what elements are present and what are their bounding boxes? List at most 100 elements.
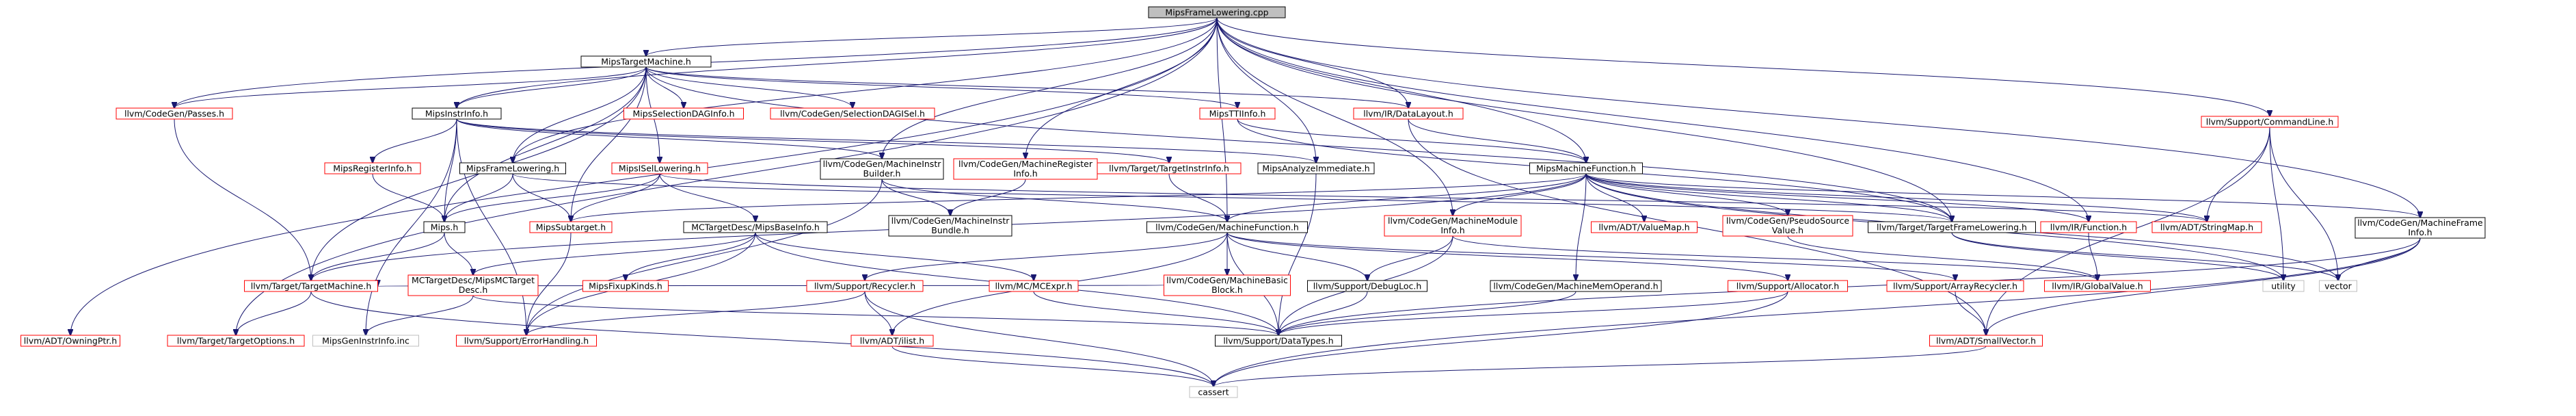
node-mipsmf-box[interactable]: [1529, 162, 1643, 174]
node-mipstm[interactable]: MipsTargetMachine.h: [580, 55, 712, 68]
node-smallvector-box[interactable]: [1929, 335, 2043, 347]
node-targetoptions-box[interactable]: [167, 335, 305, 347]
node-mipsframelowering[interactable]: MipsFrameLowering.h: [459, 162, 566, 174]
node-datalayout-box[interactable]: [1353, 107, 1464, 120]
node-targetmachine[interactable]: llvm/Target/TargetMachine.h: [244, 280, 378, 292]
node-pseudosource-box[interactable]: [1722, 215, 1853, 237]
node-datatypes-box[interactable]: [1215, 335, 1342, 347]
node-allocator-box[interactable]: [1728, 280, 1848, 292]
node-mipsmf[interactable]: MipsMachineFunction.h: [1529, 162, 1643, 174]
node-mframeinfo-box[interactable]: [2354, 217, 2486, 239]
node-errorhandling-box[interactable]: [456, 335, 597, 347]
node-owningptr[interactable]: llvm/ADT/OwningPtr.h: [21, 335, 120, 347]
node-mipstti[interactable]: MipsTTIInfo.h: [1199, 107, 1276, 120]
node-mipsgeninstrinfo-box[interactable]: [312, 335, 419, 347]
node-mipsgeninstrinfo[interactable]: MipsGenInstrInfo.inc: [312, 335, 419, 347]
node-irfunction[interactable]: llvm/IR/Function.h: [2040, 221, 2137, 233]
node-mmoduleinfo-box[interactable]: [1384, 215, 1522, 237]
node-owningptr-box[interactable]: [21, 335, 120, 347]
node-mreginfo-box[interactable]: [953, 158, 1098, 180]
node-mipstm-box[interactable]: [580, 55, 712, 68]
node-mipsh-box[interactable]: [423, 221, 466, 233]
node-mipsinstrinfo-box[interactable]: [412, 107, 502, 120]
node-vector-box[interactable]: [2319, 280, 2357, 292]
node-ilist[interactable]: llvm/ADT/ilist.h: [850, 335, 934, 347]
node-mipsfixupkinds-box[interactable]: [582, 280, 669, 292]
node-mipsanalyze-box[interactable]: [1257, 162, 1375, 174]
node-commandline-box[interactable]: [2201, 116, 2339, 128]
node-valuemap-box[interactable]: [1591, 221, 1698, 233]
node-mipsisellowering[interactable]: MipsISelLowering.h: [611, 162, 708, 174]
node-mipsreginfo-box[interactable]: [324, 162, 421, 174]
node-vector[interactable]: vector: [2319, 280, 2357, 292]
node-mcmipstargetdesc-box[interactable]: [407, 274, 539, 296]
node-irfunction-box[interactable]: [2040, 221, 2137, 233]
node-mipsinstrinfo[interactable]: MipsInstrInfo.h: [412, 107, 502, 120]
node-mipsreginfo[interactable]: MipsRegisterInfo.h: [324, 162, 421, 174]
node-root-box[interactable]: [1148, 6, 1286, 18]
node-mipsanalyze[interactable]: MipsAnalyzeImmediate.h: [1257, 162, 1375, 174]
node-root[interactable]: MipsFrameLowering.cpp: [1148, 6, 1286, 18]
node-mibundle-box[interactable]: [888, 215, 1012, 237]
node-mfunction[interactable]: llvm/CodeGen/MachineFunction.h: [1146, 221, 1308, 233]
node-utility[interactable]: utility: [2262, 280, 2305, 292]
node-targetinstrinfo-box[interactable]: [1097, 162, 1242, 174]
node-cassert[interactable]: cassert: [1189, 386, 1238, 398]
node-targetmachine-box[interactable]: [244, 280, 378, 292]
node-codegenpasses-box[interactable]: [116, 107, 233, 120]
node-targetoptions[interactable]: llvm/Target/TargetOptions.h: [167, 335, 305, 347]
node-allocator[interactable]: llvm/Support/Allocator.h: [1728, 280, 1848, 292]
node-utility-box[interactable]: [2262, 280, 2305, 292]
node-mcexpr[interactable]: llvm/MC/MCExpr.h: [989, 280, 1079, 292]
node-mbasicblock-box[interactable]: [1164, 274, 1291, 296]
node-mibuilder-box[interactable]: [820, 158, 944, 180]
node-mipsh[interactable]: Mips.h: [423, 221, 466, 233]
node-ilist-box[interactable]: [850, 335, 934, 347]
node-targetinstrinfo[interactable]: llvm/Target/TargetInstrInfo.h: [1097, 162, 1242, 174]
node-valuemap[interactable]: llvm/ADT/ValueMap.h: [1591, 221, 1698, 233]
node-mipsbaseinfo[interactable]: MCTargetDesc/MipsBaseInfo.h: [683, 221, 828, 233]
node-mipsisellowering-box[interactable]: [611, 162, 708, 174]
node-errorhandling[interactable]: llvm/Support/ErrorHandling.h: [456, 335, 597, 347]
node-mmemoperand-box[interactable]: [1490, 280, 1662, 292]
node-smallvector[interactable]: llvm/ADT/SmallVector.h: [1929, 335, 2043, 347]
node-datalayout[interactable]: llvm/IR/DataLayout.h: [1353, 107, 1464, 120]
node-mipstti-box[interactable]: [1199, 107, 1276, 120]
node-arrayrecycler-box[interactable]: [1886, 280, 2024, 292]
node-selectiondagisel[interactable]: llvm/CodeGen/SelectionDAGISel.h: [770, 107, 935, 120]
node-mcexpr-box[interactable]: [989, 280, 1079, 292]
node-commandline[interactable]: llvm/Support/CommandLine.h: [2201, 116, 2339, 128]
node-targetframelowering-box[interactable]: [1868, 221, 2036, 233]
node-debugloc[interactable]: llvm/Support/DebugLoc.h: [1307, 280, 1427, 292]
node-mipssubtarget-box[interactable]: [529, 221, 613, 233]
node-targetframelowering[interactable]: llvm/Target/TargetFrameLowering.h: [1868, 221, 2036, 233]
node-arrayrecycler[interactable]: llvm/Support/ArrayRecycler.h: [1886, 280, 2024, 292]
node-stringmap[interactable]: llvm/ADT/StringMap.h: [2151, 221, 2262, 233]
node-debugloc-box[interactable]: [1307, 280, 1427, 292]
node-mmemoperand[interactable]: llvm/CodeGen/MachineMemOperand.h: [1490, 280, 1662, 292]
node-selectiondaginfo[interactable]: MipsSelectionDAGInfo.h: [623, 107, 744, 120]
node-codegenpasses[interactable]: llvm/CodeGen/Passes.h: [116, 107, 233, 120]
node-globalvalue[interactable]: llvm/IR/GlobalValue.h: [2044, 280, 2151, 292]
node-datatypes[interactable]: llvm/Support/DataTypes.h: [1215, 335, 1342, 347]
node-mipsbaseinfo-box[interactable]: [683, 221, 828, 233]
node-selectiondaginfo-box[interactable]: [623, 107, 744, 120]
node-stringmap-box[interactable]: [2151, 221, 2262, 233]
node-mipsfixupkinds[interactable]: MipsFixupKinds.h: [582, 280, 669, 292]
node-selectiondagisel-box[interactable]: [770, 107, 935, 120]
node-mipsframelowering-box[interactable]: [459, 162, 566, 174]
node-recycler-box[interactable]: [806, 280, 924, 292]
node-globalvalue-box[interactable]: [2044, 280, 2151, 292]
node-mipssubtarget[interactable]: MipsSubtarget.h: [529, 221, 613, 233]
node-mfunction-box[interactable]: [1146, 221, 1308, 233]
node-recycler[interactable]: llvm/Support/Recycler.h: [806, 280, 924, 292]
node-cassert-box[interactable]: [1189, 386, 1238, 398]
